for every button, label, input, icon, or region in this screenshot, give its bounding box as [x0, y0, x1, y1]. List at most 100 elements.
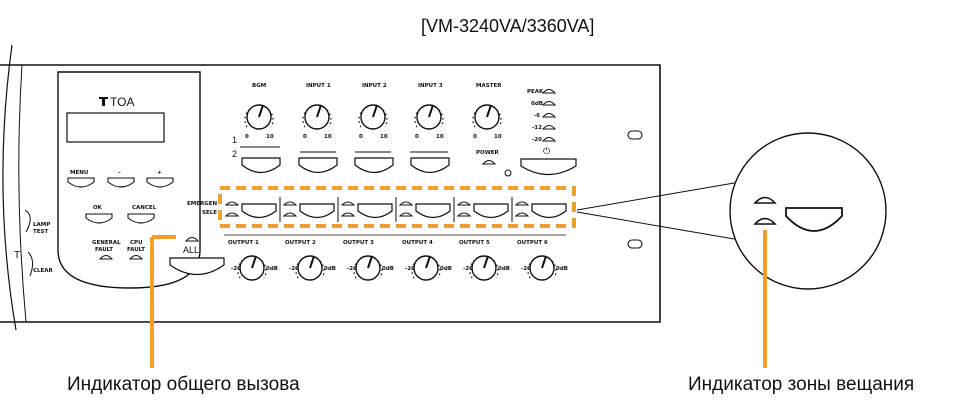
emergency-label: EMERGEN	[187, 201, 217, 207]
cpu-fault-label-1: CPU	[130, 240, 143, 246]
model-title: [VM-3240VA/3360VA]	[421, 16, 595, 36]
output-1-knob[interactable]: -20 0dB	[231, 255, 278, 281]
svg-text:-20: -20	[532, 137, 542, 143]
all-button[interactable]	[169, 257, 225, 276]
output-4-label: OUTPUT 4	[402, 240, 433, 246]
zoom-leader-bottom	[576, 211, 741, 241]
svg-text:INPUT 2: INPUT 2	[362, 83, 387, 89]
svg-text:+: +	[157, 170, 162, 176]
output-3-knob[interactable]: -20 0dB	[347, 255, 394, 281]
peak-meter: PEAK 0dB -6 -12 -20	[527, 89, 557, 143]
cpu-fault-label-2: FAULT	[127, 247, 145, 253]
svg-text:0dB: 0dB	[498, 266, 510, 272]
svg-text:10: 10	[494, 134, 502, 140]
power-button[interactable]	[520, 158, 577, 176]
clear-label: CLEAR	[33, 268, 54, 274]
input-1-select-button[interactable]	[298, 157, 338, 174]
knob-input-2[interactable]: INPUT 2 0 10	[358, 83, 388, 140]
svg-text:-20: -20	[521, 266, 531, 272]
svg-text:MENU: MENU	[70, 170, 88, 176]
line-1-label: 1	[232, 135, 237, 145]
svg-text:OK: OK	[93, 205, 103, 211]
rack-mount-hole	[627, 239, 643, 249]
output-6-label: OUTPUT 6	[517, 240, 548, 246]
svg-text:–: –	[118, 170, 121, 176]
knob-input-3[interactable]: INPUT 3 0 10	[414, 83, 444, 140]
svg-text:0: 0	[245, 134, 249, 140]
zone-4-selector[interactable]	[398, 201, 451, 219]
lamp-test-label-1: LAMP	[33, 222, 50, 228]
svg-text:-6: -6	[534, 113, 540, 119]
svg-text:-20: -20	[463, 266, 473, 272]
line-2-label: 2	[232, 149, 237, 159]
cpu-fault-led	[128, 255, 144, 260]
output-3-label: OUTPUT 3	[343, 240, 374, 246]
input-2-select-button[interactable]	[354, 157, 394, 174]
toa-brand-text: TOA	[110, 95, 134, 109]
toa-logo: TOA	[99, 95, 134, 109]
minus-button[interactable]: –	[107, 170, 135, 188]
general-fault-label-1: GENERAL	[92, 240, 121, 246]
output-2-label: OUTPUT 2	[285, 240, 316, 246]
svg-text:0dB: 0dB	[556, 266, 568, 272]
svg-text:0dB: 0dB	[440, 266, 452, 272]
svg-text:-20: -20	[347, 266, 357, 272]
menu-button[interactable]: MENU	[67, 170, 95, 188]
svg-text:0dB: 0dB	[324, 266, 336, 272]
rack-panel-outline	[0, 64, 661, 323]
output-6-knob[interactable]: -20 0dB	[521, 255, 568, 281]
output-5-knob[interactable]: -20 0dB	[463, 255, 510, 281]
svg-text:10: 10	[436, 134, 444, 140]
knob-bgm[interactable]: BGM 0 10	[244, 83, 274, 140]
all-call-indicator-caption: Индикатор общего вызова	[67, 374, 300, 395]
cancel-button[interactable]: CANCEL	[127, 205, 157, 224]
input-3-select-button[interactable]	[410, 157, 450, 174]
svg-text:BGM: BGM	[252, 83, 266, 89]
svg-text:INPUT 3: INPUT 3	[418, 83, 443, 89]
zone-2-selector[interactable]	[282, 201, 335, 219]
output-5-label: OUTPUT 5	[459, 240, 490, 246]
general-fault-led	[98, 255, 114, 260]
zoom-zone-button	[785, 207, 843, 232]
knob-input-1[interactable]: INPUT 1 0 10	[302, 83, 332, 140]
svg-text:-12: -12	[532, 125, 542, 131]
svg-text:-20: -20	[405, 266, 415, 272]
zone-1-selector[interactable]	[224, 201, 277, 219]
svg-text:0dB: 0dB	[382, 266, 394, 272]
zone-indicator-caption: Индикатор зоны вещания	[688, 374, 915, 395]
status-dot	[504, 169, 512, 177]
output-4-knob[interactable]: -20 0dB	[405, 255, 452, 281]
zone-5-selector[interactable]	[456, 201, 509, 219]
svg-text:PEAK: PEAK	[527, 89, 544, 95]
zoom-led-bottom	[753, 217, 777, 225]
power-led	[481, 160, 497, 165]
svg-text:0: 0	[415, 134, 419, 140]
bgm-select-button[interactable]	[241, 157, 281, 174]
output-2-knob[interactable]: -20 0dB	[289, 255, 336, 281]
knob-master[interactable]: MASTER 0 10	[472, 83, 502, 140]
output-1-label: OUTPUT 1	[228, 240, 259, 246]
general-fault-label-2: FAULT	[95, 247, 113, 253]
reset-t-label: T	[14, 250, 20, 261]
zoom-led-top	[753, 196, 777, 204]
zone-indicator-highlight	[218, 186, 576, 228]
power-label: POWER	[476, 150, 500, 156]
panel-curve-outer	[2, 44, 17, 331]
zoom-leader-top	[576, 181, 741, 211]
lamp-test-label-2: TEST	[33, 229, 48, 235]
svg-text:0: 0	[473, 134, 477, 140]
svg-text:10: 10	[380, 134, 388, 140]
plus-button[interactable]: +	[146, 170, 174, 188]
rack-mount-hole	[627, 130, 643, 140]
ok-button[interactable]: OK	[85, 205, 113, 224]
lcd-display	[66, 112, 165, 143]
svg-text:10: 10	[324, 134, 332, 140]
panel-curve-inner	[18, 64, 27, 323]
svg-text:MASTER: MASTER	[476, 83, 502, 89]
all-label: ALL	[183, 245, 199, 255]
select-label: SELE	[202, 210, 217, 216]
zone-6-selector[interactable]	[514, 201, 567, 219]
lamp-test-button-edge	[24, 209, 31, 233]
zone-3-selector[interactable]	[340, 201, 393, 219]
